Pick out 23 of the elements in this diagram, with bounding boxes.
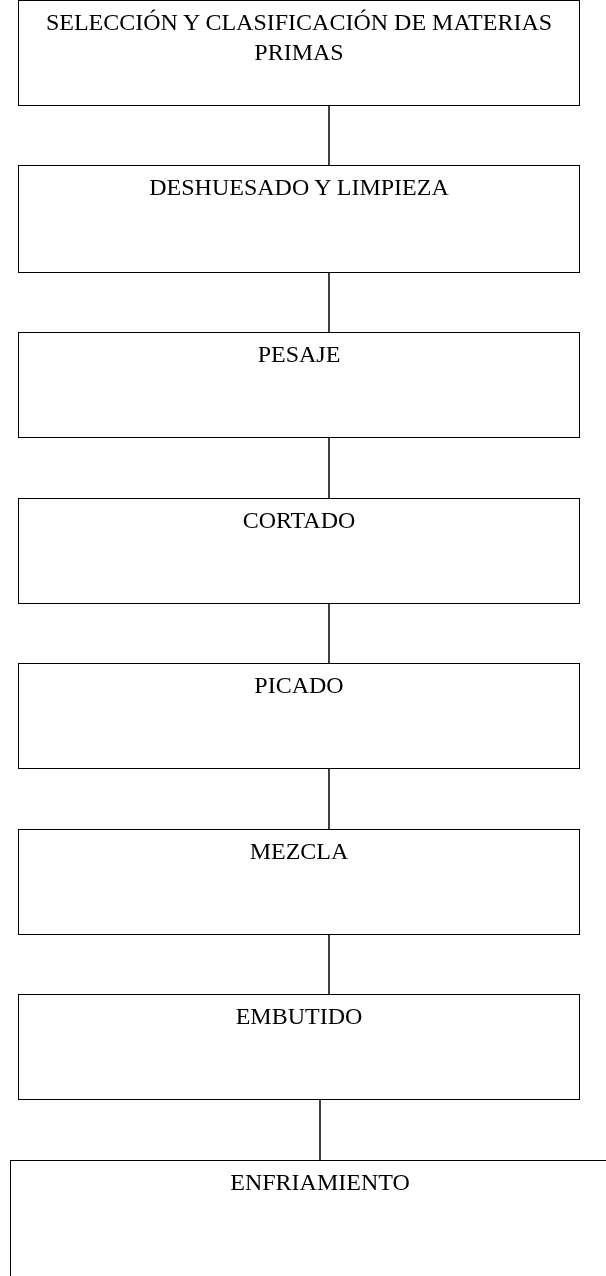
step-label: EMBUTIDO: [234, 1002, 364, 1031]
process-box: [18, 0, 580, 106]
connector-line: [328, 603, 330, 664]
process-box: [18, 663, 580, 769]
process-box: [18, 332, 580, 438]
step-label: PICADO: [253, 671, 345, 700]
connector-line: [328, 768, 330, 830]
step-label: CORTADO: [241, 506, 357, 535]
process-box: [10, 1160, 606, 1276]
process-box: [18, 165, 580, 273]
step-label: PESAJE: [256, 340, 342, 369]
process-box: [18, 994, 580, 1100]
connector-line: [328, 272, 330, 333]
connector-line: [328, 934, 330, 995]
connector-line: [328, 105, 330, 166]
process-box: [18, 498, 580, 604]
step-label: ENFRIAMIENTO: [229, 1168, 411, 1197]
process-box: [18, 829, 580, 935]
connector-line: [319, 1099, 321, 1161]
connector-line: [328, 437, 330, 499]
step-label: MEZCLA: [248, 837, 350, 866]
step-label: SELECCIÓN Y CLASIFICACIÓN DE MATERIAS PRIMAS: [44, 8, 554, 67]
step-label: DESHUESADO Y LIMPIEZA: [148, 173, 450, 202]
